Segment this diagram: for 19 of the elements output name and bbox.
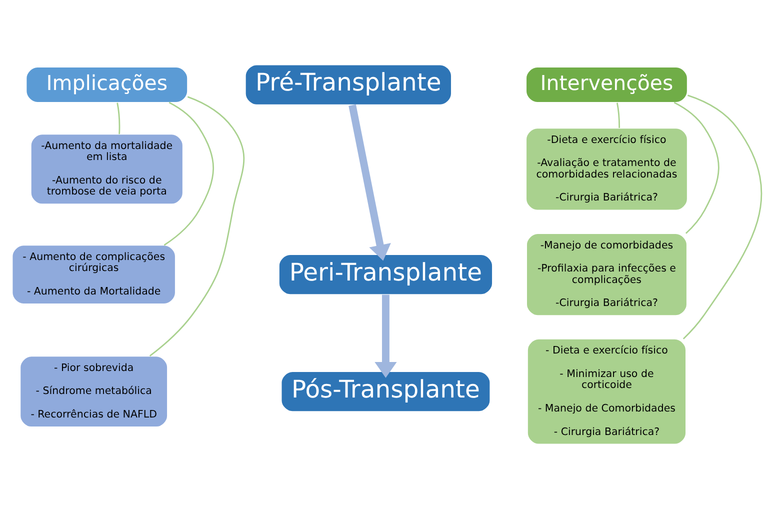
connector [149,96,245,356]
arrow [374,294,397,378]
node-box: -Manejo de comorbidades -Profilaxia para infecções e complicações -Cirurgia Bariátrica? [526,232,688,316]
node-box: - Aumento de complicações cirúrgicas - Aumento da Mortalidade [12,244,176,304]
connector [164,101,214,246]
node-box: Implicações [26,66,188,102]
node-box: Peri-Transplante [278,254,493,295]
connector [616,102,620,128]
connector [116,102,120,134]
node-box: - Pior sobrevida - Síndrome metabólica - Recorrências de NAFLD [20,355,168,427]
node-box: Intervenções [526,66,688,102]
node-box: -Aumento da mortalidade em lista -Aumento do risco de trombose de veia porta [30,133,184,204]
connector [682,94,762,339]
node-box: - Dieta e exercício físico - Minimizar uso de corticoide - Manejo de Comorbidades - Cirurgia Bariátrica? [527,338,686,444]
node-box: Pós-Transplante [280,370,491,412]
node-box: -Dieta e exercício físico -Avaliação e tratamento de comorbidades relacionadas -Cirurgia Bariátrica? [526,127,688,210]
connector [674,101,720,234]
arrow [348,104,391,260]
node-box: Pré-Transplante [244,64,452,105]
